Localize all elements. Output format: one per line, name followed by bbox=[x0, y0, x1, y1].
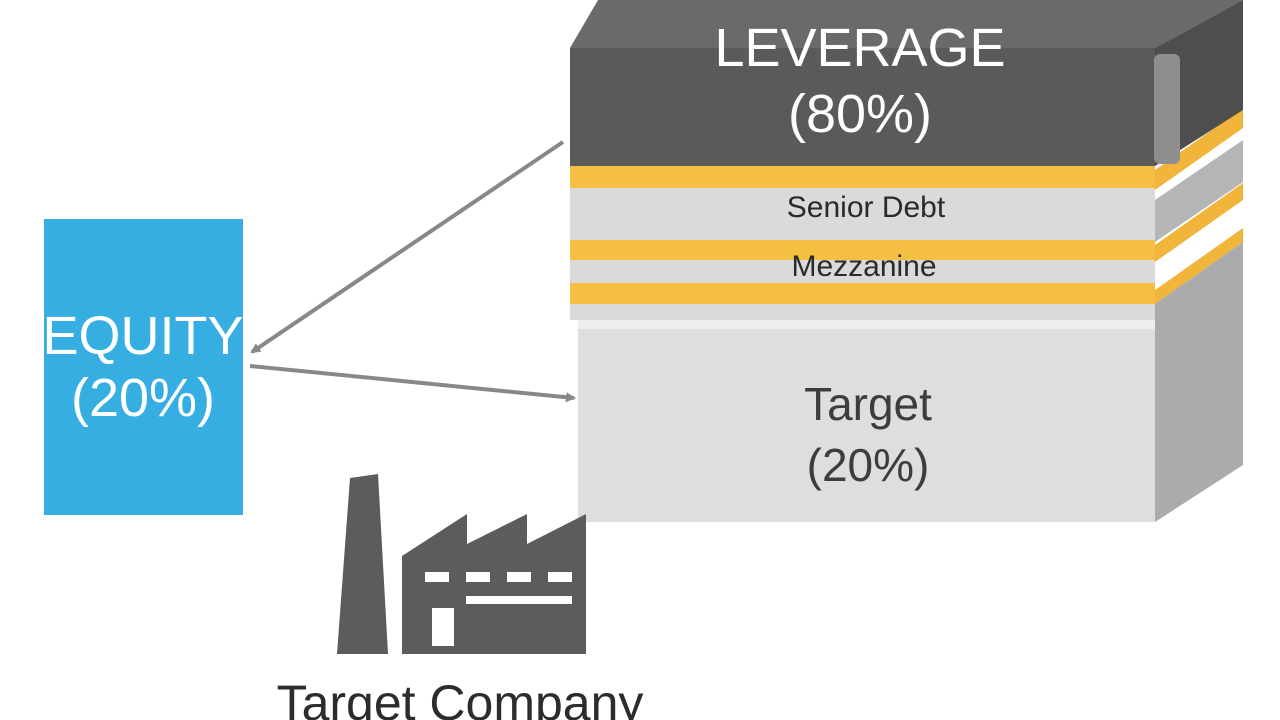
factory-window-2 bbox=[466, 572, 490, 582]
leverage-percent: (80%) bbox=[788, 84, 932, 144]
target-percent: (20%) bbox=[807, 439, 930, 491]
senior-debt-slab-side bbox=[1155, 140, 1243, 242]
factory-building bbox=[402, 514, 586, 654]
mezzanine-upper-side bbox=[1155, 183, 1243, 262]
factory-window-4 bbox=[548, 572, 572, 582]
mezzanine-label: Mezzanine bbox=[791, 250, 936, 283]
factory-chimney bbox=[337, 474, 388, 654]
senior-debt-stripe bbox=[570, 166, 1155, 188]
mezzanine-layer: Mezzanine bbox=[570, 183, 1243, 320]
senior-debt-label: Senior Debt bbox=[787, 191, 946, 224]
factory-window-1 bbox=[425, 572, 449, 582]
target-label: Target bbox=[804, 378, 932, 430]
leverage-to-equity-arrow bbox=[250, 140, 565, 354]
leverage-block-post bbox=[1154, 54, 1180, 164]
equity-to-target-arrow bbox=[249, 364, 576, 403]
equity-percent: (20%) bbox=[71, 368, 215, 428]
mezzanine-slab bbox=[570, 260, 1155, 283]
equity-box-fill bbox=[44, 219, 243, 515]
equity-box: EQUITY (20%) bbox=[42, 219, 244, 515]
leverage-block-top bbox=[570, 0, 1243, 48]
factory-window-3 bbox=[507, 572, 531, 582]
mezzanine-slab-lower bbox=[570, 304, 1155, 320]
mezzanine-stripe-lower bbox=[570, 283, 1155, 304]
factory-window-band bbox=[466, 596, 572, 604]
factory-icon bbox=[337, 474, 586, 654]
mezzanine-stripe bbox=[570, 240, 1155, 260]
mezzanine-yellow-side bbox=[1155, 228, 1243, 304]
leverage-block-face bbox=[570, 48, 1155, 166]
senior-debt-slab bbox=[570, 188, 1155, 240]
senior-debt-layer: Senior Debt bbox=[570, 108, 1243, 242]
mezzanine-slab-side bbox=[1155, 242, 1243, 320]
factory-door bbox=[432, 608, 454, 646]
equity-label: EQUITY bbox=[42, 306, 243, 366]
target-block-side bbox=[1155, 258, 1243, 522]
target-block-face bbox=[578, 315, 1155, 522]
senior-debt-yellow-side bbox=[1155, 108, 1243, 190]
leverage-block: LEVERAGE (80%) bbox=[570, 0, 1243, 166]
company-label: Target Company bbox=[277, 675, 644, 720]
leverage-label: LEVERAGE bbox=[714, 18, 1005, 78]
